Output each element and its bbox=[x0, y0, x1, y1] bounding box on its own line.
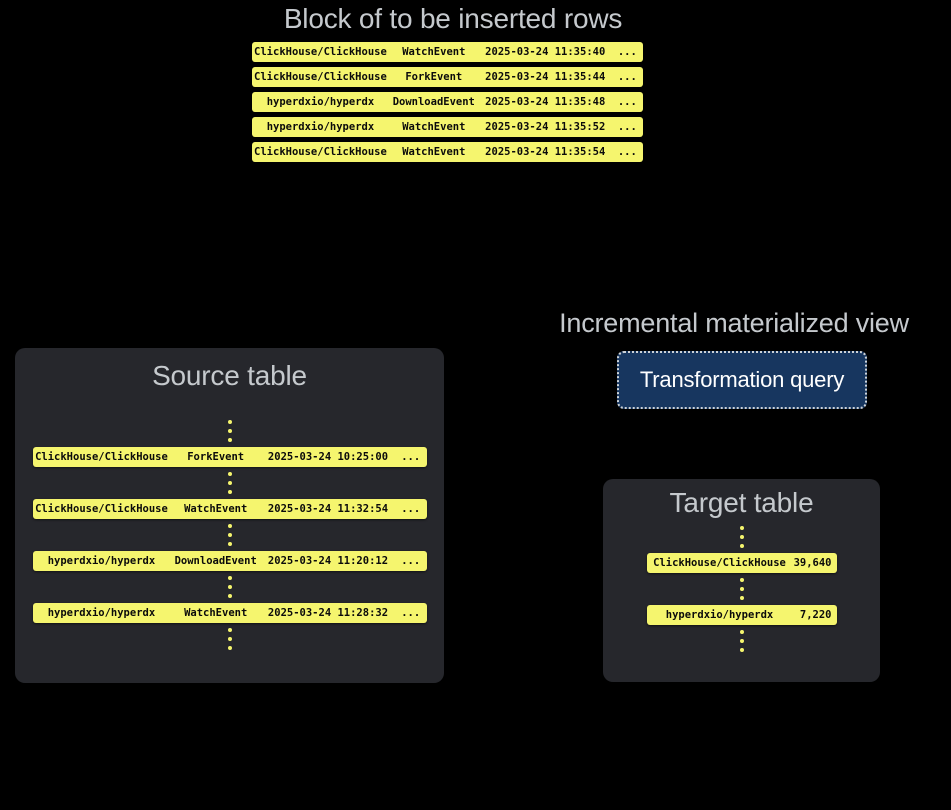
source-table-title: Source table bbox=[152, 360, 307, 391]
row-more: ... bbox=[617, 96, 637, 108]
row-repo: ClickHouse/ClickHouse bbox=[35, 451, 168, 463]
ellipsis-dots bbox=[739, 578, 744, 600]
row-time: 2025-03-24 11:35:40 bbox=[485, 46, 606, 58]
ellipsis-dots bbox=[739, 630, 744, 652]
row-repo: ClickHouse/ClickHouse bbox=[35, 503, 168, 515]
row-time: 2025-03-24 11:28:32 bbox=[267, 607, 389, 619]
ellipsis-dots bbox=[227, 472, 232, 494]
row-more: ... bbox=[401, 503, 421, 515]
ellipsis-dots bbox=[227, 420, 232, 442]
table-row: ClickHouse/ClickHouse WatchEvent 2025-03… bbox=[252, 142, 643, 162]
row-time: 2025-03-24 11:35:52 bbox=[485, 121, 606, 133]
row-event: ForkEvent bbox=[405, 71, 463, 83]
table-row: ClickHouse/ClickHouse 39,640 bbox=[646, 553, 837, 573]
ellipsis-dots bbox=[227, 524, 232, 546]
ellipsis-dots bbox=[227, 576, 232, 598]
row-more: ... bbox=[401, 555, 421, 567]
row-more: ... bbox=[617, 146, 637, 158]
row-event: DownloadEvent bbox=[174, 555, 257, 567]
target-table-rows: ClickHouse/ClickHouse 39,640 hyperdxio/h… bbox=[603, 526, 880, 652]
row-event: WatchEvent bbox=[184, 503, 248, 515]
ellipsis-dots bbox=[739, 526, 744, 548]
row-repo: hyperdxio/hyperdx bbox=[266, 96, 375, 108]
target-table-panel: Target table ClickHouse/ClickHouse 39,64… bbox=[603, 479, 880, 682]
table-row: ClickHouse/ClickHouse WatchEvent 2025-03… bbox=[32, 499, 427, 519]
ellipsis-dots bbox=[227, 628, 232, 650]
table-row: hyperdxio/hyperdx DownloadEvent 2025-03-… bbox=[252, 92, 643, 112]
row-repo: hyperdxio/hyperdx bbox=[47, 555, 156, 567]
row-more: ... bbox=[401, 607, 421, 619]
transformation-query-button[interactable]: Transformation query bbox=[617, 351, 867, 409]
row-more: ... bbox=[401, 451, 421, 463]
row-event: WatchEvent bbox=[402, 46, 466, 58]
row-count: 7,220 bbox=[799, 609, 832, 621]
row-count: 39,640 bbox=[793, 557, 832, 569]
table-row: ClickHouse/ClickHouse WatchEvent 2025-03… bbox=[252, 42, 643, 62]
source-table-panel: Source table ClickHouse/ClickHouse ForkE… bbox=[15, 348, 444, 683]
row-event: WatchEvent bbox=[402, 146, 466, 158]
table-row: hyperdxio/hyperdx WatchEvent 2025-03-24 … bbox=[252, 117, 643, 137]
row-time: 2025-03-24 11:35:54 bbox=[485, 146, 606, 158]
row-repo: hyperdxio/hyperdx bbox=[47, 607, 156, 619]
row-time: 2025-03-24 10:25:00 bbox=[267, 451, 389, 463]
row-event: WatchEvent bbox=[184, 607, 248, 619]
row-more: ... bbox=[617, 71, 637, 83]
table-row: hyperdxio/hyperdx WatchEvent 2025-03-24 … bbox=[32, 603, 427, 623]
insert-block-title: Block of to be inserted rows bbox=[283, 3, 623, 34]
row-repo: ClickHouse/ClickHouse bbox=[254, 71, 387, 83]
row-event: DownloadEvent bbox=[392, 96, 475, 108]
insert-block-rows: ClickHouse/ClickHouse WatchEvent 2025-03… bbox=[252, 42, 643, 162]
row-event: WatchEvent bbox=[402, 121, 466, 133]
source-table-rows: ClickHouse/ClickHouse ForkEvent 2025-03-… bbox=[15, 420, 444, 650]
row-time: 2025-03-24 11:35:44 bbox=[485, 71, 606, 83]
row-repo: ClickHouse/ClickHouse bbox=[254, 46, 387, 58]
row-repo: hyperdxio/hyperdx bbox=[665, 609, 774, 621]
row-event: ForkEvent bbox=[187, 451, 245, 463]
row-repo: ClickHouse/ClickHouse bbox=[653, 557, 786, 569]
table-row: hyperdxio/hyperdx DownloadEvent 2025-03-… bbox=[32, 551, 427, 571]
table-row: ClickHouse/ClickHouse ForkEvent 2025-03-… bbox=[252, 67, 643, 87]
row-time: 2025-03-24 11:32:54 bbox=[267, 503, 389, 515]
target-table-title: Target table bbox=[669, 487, 814, 518]
row-more: ... bbox=[617, 121, 637, 133]
materialized-view-label: Incremental materialized view bbox=[559, 308, 909, 338]
table-row: ClickHouse/ClickHouse ForkEvent 2025-03-… bbox=[32, 447, 427, 467]
table-row: hyperdxio/hyperdx 7,220 bbox=[646, 605, 837, 625]
row-time: 2025-03-24 11:35:48 bbox=[485, 96, 606, 108]
row-repo: hyperdxio/hyperdx bbox=[266, 121, 375, 133]
row-repo: ClickHouse/ClickHouse bbox=[254, 146, 387, 158]
row-more: ... bbox=[617, 46, 637, 58]
row-time: 2025-03-24 11:20:12 bbox=[267, 555, 389, 567]
